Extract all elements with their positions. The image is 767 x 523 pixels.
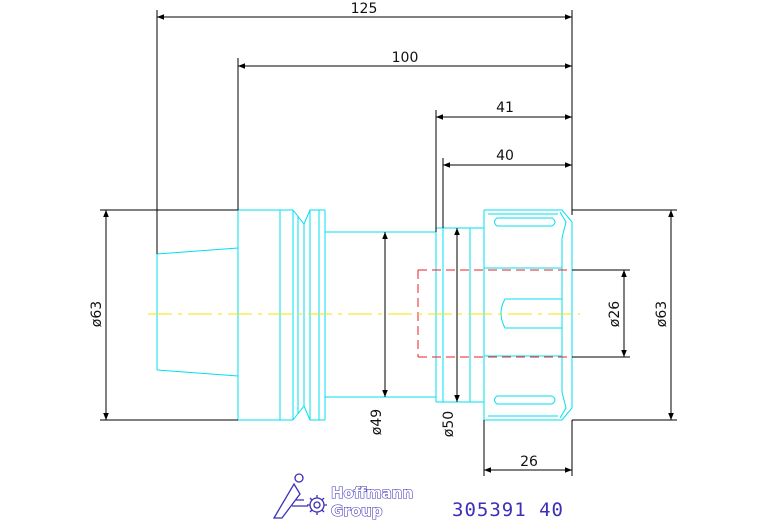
dim-label-41: 41 — [496, 100, 514, 116]
nut-slot-middle — [500, 298, 563, 329]
logo-line-1: Hoffmann — [331, 484, 413, 502]
part-number: 305391 40 — [452, 499, 564, 521]
logo-line-2: Group — [331, 502, 383, 520]
collet-seat — [435, 210, 485, 420]
nut-inner-lines — [484, 238, 563, 392]
flange-body — [237, 209, 293, 421]
dim-label-26: 26 — [520, 454, 538, 470]
logo-gear-icon — [307, 495, 327, 515]
taper-shank — [156, 247, 239, 377]
dim-label-bore-dia: ø26 — [607, 301, 623, 327]
logo-figure-icon — [272, 473, 308, 519]
dim-label-40: 40 — [496, 148, 514, 164]
dim-label-neck-dia: ø49 — [369, 409, 385, 435]
dimension-lines — [100, 10, 677, 476]
neck — [324, 210, 436, 420]
hoffmann-group-logo: Hoffmann Group — [272, 473, 414, 521]
tool-holder-outline — [156, 209, 573, 421]
dim-label-seat-dia: ø50 — [441, 411, 457, 437]
nut-slot-bottom — [494, 391, 567, 419]
dim-label-125: 125 — [351, 1, 378, 17]
dim-label-flange-dia: ø63 — [89, 301, 105, 327]
clamping-nut — [484, 209, 573, 421]
dim-label-nut-dia: ø63 — [654, 301, 670, 327]
dim-label-100: 100 — [392, 50, 419, 66]
dimension-labels: 125 100 41 40 26 ø63 ø49 ø50 ø26 ø63 — [89, 1, 670, 470]
nut-slot-top — [494, 211, 567, 239]
v-groove — [292, 209, 326, 421]
